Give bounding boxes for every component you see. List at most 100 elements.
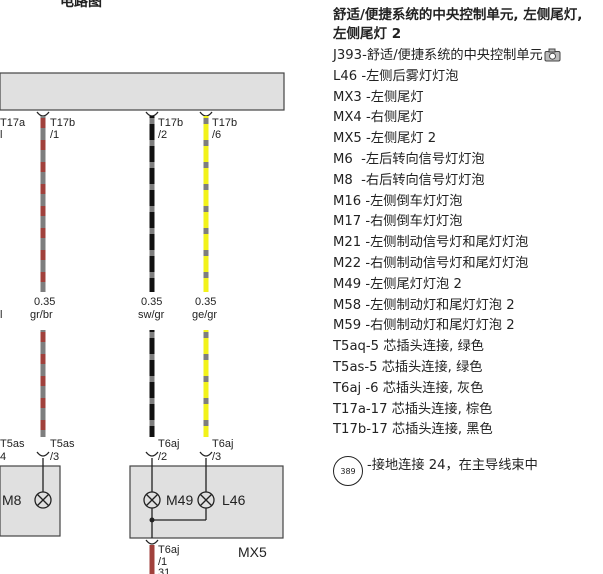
wire-color-label: gr/br xyxy=(30,309,53,321)
connector-pin-t5as: /3 xyxy=(50,451,59,463)
legend-item-desc: -17 芯插头连接, 棕色 xyxy=(365,401,493,417)
wiring-diagram: 电路图 T17a l T17b /1 T17b /2 T17b /6 0.35 … xyxy=(0,0,285,574)
legend-item: T5as-5 芯插头连接, 绿色 xyxy=(333,358,603,379)
legend-item-desc: -左侧尾灯灯泡 2 xyxy=(361,276,462,292)
connector-pin-t6aj-1: /1 xyxy=(158,556,167,568)
legend-item-code: MX5 xyxy=(333,131,362,147)
connector-label-t17b-2: T17b xyxy=(158,117,183,129)
legend-panel: 舒适/便捷系统的中央控制单元, 左侧尾灯, 左侧尾灯 2 J393-舒适/便捷系… xyxy=(333,6,603,487)
legend-item-code: M49 xyxy=(333,276,362,292)
connector-pin-t6aj-2: /2 xyxy=(158,451,167,463)
legend-item-desc: -左侧制动信号灯和尾灯灯泡 xyxy=(361,235,529,251)
legend-item-desc: -舒适/便捷系统的中央控制单元 xyxy=(362,48,543,63)
legend-item-desc: -右侧制动信号灯和尾灯灯泡 xyxy=(361,255,529,271)
legend-ground-desc: -接地连接 24，在主导线束中 xyxy=(367,457,538,473)
legend-item: M6 -左后转向信号灯灯泡 xyxy=(333,150,603,171)
legend-item-desc: -6 芯插头连接, 灰色 xyxy=(361,380,484,396)
legend-ground-row: 389 -接地连接 24，在主导线束中 xyxy=(333,444,603,487)
legend-item: M21 -左侧制动信号灯和尾灯灯泡 xyxy=(333,233,603,254)
terminal-icon xyxy=(199,451,213,457)
legend-item: M59 -右侧制动灯和尾灯灯泡 2 xyxy=(333,316,603,337)
legend-item-code: M21 xyxy=(333,235,362,251)
legend-item-desc: -右侧尾灯 xyxy=(361,110,424,126)
legend-item-desc: -5 芯插头连接, 绿色 xyxy=(364,359,483,375)
connector-pin-31: 31 xyxy=(158,567,170,574)
connector-label-t17b-6: T17b xyxy=(212,117,237,129)
bulb-icon xyxy=(34,491,52,509)
lamp-housing-left xyxy=(0,465,61,537)
legend-list: J393-舒适/便捷系统的中央控制单元 L46 -左侧后雾灯灯泡 MX3 -左侧尾灯… xyxy=(333,46,603,441)
lamp-label-m49: M49 xyxy=(166,492,193,508)
control-unit-box xyxy=(0,72,285,111)
wire-size-label: 0.35 xyxy=(141,296,162,308)
legend-item-code: MX3 xyxy=(333,89,362,105)
connector-label-t6aj-3: T6aj xyxy=(212,438,233,450)
wire-size-label: 0.35 xyxy=(195,296,216,308)
legend-item-code: L46 xyxy=(333,68,358,84)
terminal-icon xyxy=(36,111,50,117)
legend-item-desc: -左后转向信号灯灯泡 xyxy=(352,151,485,167)
legend-item-code: MX4 xyxy=(333,110,362,126)
legend-item: M17 -右侧倒车灯灯泡 xyxy=(333,212,603,233)
legend-item-desc: -左侧倒车灯灯泡 xyxy=(361,193,463,209)
legend-item-desc: -左侧后雾灯灯泡 xyxy=(357,68,459,84)
connector-pin-t17b-1: /1 xyxy=(50,129,59,141)
module-label-mx5: MX5 xyxy=(238,544,267,560)
connector-label-t5as-left: T5as xyxy=(0,438,25,450)
legend-item-desc: -左侧尾灯 xyxy=(361,89,424,105)
legend-item: T17b-17 芯插头连接, 黑色 xyxy=(333,420,603,441)
terminal-icon xyxy=(199,111,213,117)
connector-label-t17b-1: T17b xyxy=(50,117,75,129)
legend-item: M49 -左侧尾灯灯泡 2 xyxy=(333,275,603,296)
legend-item-desc: -左侧制动灯和尾灯灯泡 2 xyxy=(361,297,515,313)
junction-dot xyxy=(149,517,155,523)
title-fragment: 电路图 xyxy=(60,0,102,9)
legend-item: T17a-17 芯插头连接, 棕色 xyxy=(333,400,603,421)
connector-pin-t17a: l xyxy=(0,129,2,141)
legend-item: MX3 -左侧尾灯 xyxy=(333,88,603,109)
legend-item-code: M8 xyxy=(333,172,353,188)
connector-pin-t6aj-3: /3 xyxy=(212,451,221,463)
camera-icon[interactable] xyxy=(544,48,561,62)
legend-title-line2: 左侧尾灯 2 xyxy=(333,26,402,42)
legend-item: M58 -左侧制动灯和尾灯灯泡 2 xyxy=(333,296,603,317)
connector-label-t5as: T5as xyxy=(50,438,75,450)
connector-pin-t17b-2: /2 xyxy=(158,129,167,141)
terminal-icon xyxy=(36,451,50,457)
connector-label-t17a: T17a xyxy=(0,117,26,129)
legend-title-line1: 舒适/便捷系统的中央控制单元, 左侧尾灯, xyxy=(333,7,583,23)
legend-item-desc: -17 芯插头连接, 黑色 xyxy=(366,422,493,438)
connector-label-t6aj-2: T6aj xyxy=(158,438,179,450)
lamp-label-l46: L46 xyxy=(222,492,246,508)
terminal-icon xyxy=(145,451,159,457)
wire-size-label: 0.35 xyxy=(34,296,55,308)
terminal-icon xyxy=(145,539,159,545)
ground-point-icon: 389 xyxy=(333,456,363,487)
legend-item: T6aj -6 芯插头连接, 灰色 xyxy=(333,379,603,400)
legend-item-code: M58 xyxy=(333,297,362,313)
legend-item-desc: -左侧尾灯 2 xyxy=(361,131,437,147)
terminal-icon xyxy=(145,111,159,117)
legend-item-code: T17b xyxy=(333,422,367,438)
legend-item-desc: -5 芯插头连接, 绿色 xyxy=(365,339,484,355)
legend-item: T5aq-5 芯插头连接, 绿色 xyxy=(333,337,603,358)
wire-color-label: sw/gr xyxy=(138,309,165,321)
lamp-label-m8: M8 xyxy=(2,492,22,508)
legend-item-desc: -右后转向信号灯灯泡 xyxy=(352,172,485,188)
legend-item-desc: -右侧制动灯和尾灯灯泡 2 xyxy=(361,318,515,334)
connector-pin-t5as-left: 4 xyxy=(0,451,6,463)
legend-item-code: T6aj xyxy=(333,380,362,396)
legend-item: M16 -左侧倒车灯灯泡 xyxy=(333,192,603,213)
legend-item-desc: -右侧倒车灯灯泡 xyxy=(361,214,463,230)
legend-item-code: T5aq xyxy=(333,339,366,355)
legend-item: M8 -右后转向信号灯灯泡 xyxy=(333,171,603,192)
connector-label-t6aj-1: T6aj xyxy=(158,544,179,556)
legend-item-code: M17 xyxy=(333,214,362,230)
legend-item: M22 -右侧制动信号灯和尾灯灯泡 xyxy=(333,254,603,275)
legend-item-code: J393 xyxy=(333,48,363,63)
wire-color-label: ge/gr xyxy=(192,309,217,321)
legend-item-code: M22 xyxy=(333,255,362,271)
wire-edge-fragment: l xyxy=(0,309,2,321)
legend-item: MX4 -右侧尾灯 xyxy=(333,108,603,129)
legend-item-code: T5as xyxy=(333,359,365,375)
